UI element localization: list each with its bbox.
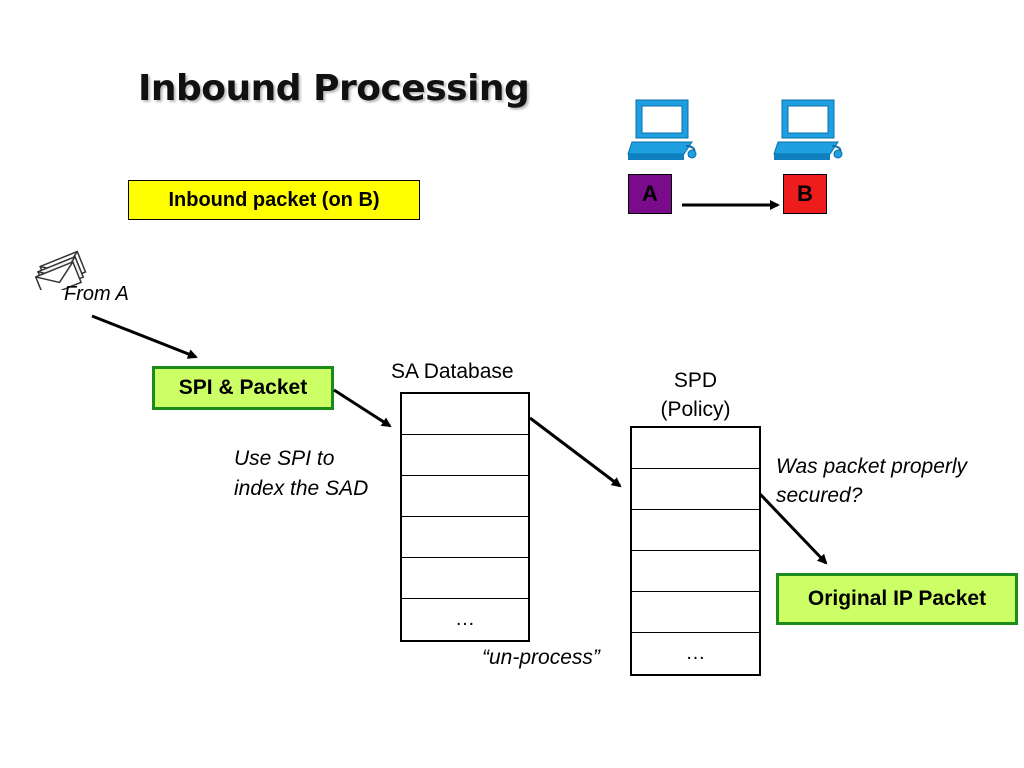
arrow-from-a <box>91 314 198 359</box>
sad-row <box>402 394 528 435</box>
from-a-label: From A <box>64 283 129 305</box>
sad-row-ellipsis: … <box>455 608 475 630</box>
spd-row <box>632 469 759 510</box>
spd-row <box>632 510 759 551</box>
sad-row <box>402 435 528 476</box>
use-spi-note: Use SPI to index the SAD <box>234 444 368 504</box>
computer-icon-b <box>773 99 843 160</box>
arrow-to-sad <box>333 388 392 428</box>
spd-table: … <box>630 426 761 676</box>
host-a-label: A <box>628 174 672 214</box>
use-spi-line-2: index the SAD <box>234 477 369 500</box>
spd-row <box>632 551 759 592</box>
sa-database-table: … <box>400 392 530 642</box>
use-spi-line-1: Use SPI to <box>234 447 335 470</box>
spd-title-line-2: (Policy) <box>660 398 731 421</box>
computer-icon-a <box>627 99 697 160</box>
spd-row-ellipsis: … <box>685 642 706 664</box>
spd-title: SPD (Policy) <box>630 366 761 424</box>
spi-packet-box: SPI & Packet <box>152 366 334 410</box>
arrow-to-spd <box>529 416 622 488</box>
envelope-icon <box>34 250 87 290</box>
sad-row <box>402 558 528 599</box>
inbound-packet-label: Inbound packet (on B) <box>128 180 420 220</box>
sa-database-title: SA Database <box>391 360 514 383</box>
spd-title-line-1: SPD <box>673 369 718 392</box>
sad-row <box>402 476 528 517</box>
arrow-to-original <box>758 492 828 565</box>
was-packet-note: Was packet properly secured? <box>776 452 967 510</box>
spd-row <box>632 592 759 633</box>
spd-row <box>632 428 759 469</box>
host-b-label: B <box>783 174 827 214</box>
was-packet-line-1: Was packet properly <box>776 455 968 478</box>
unprocess-label: “un-process” <box>482 646 600 669</box>
sad-row <box>402 517 528 558</box>
original-ip-packet-box: Original IP Packet <box>776 573 1018 625</box>
was-packet-line-2: secured? <box>776 484 863 507</box>
page-title: Inbound Processing <box>138 68 530 109</box>
